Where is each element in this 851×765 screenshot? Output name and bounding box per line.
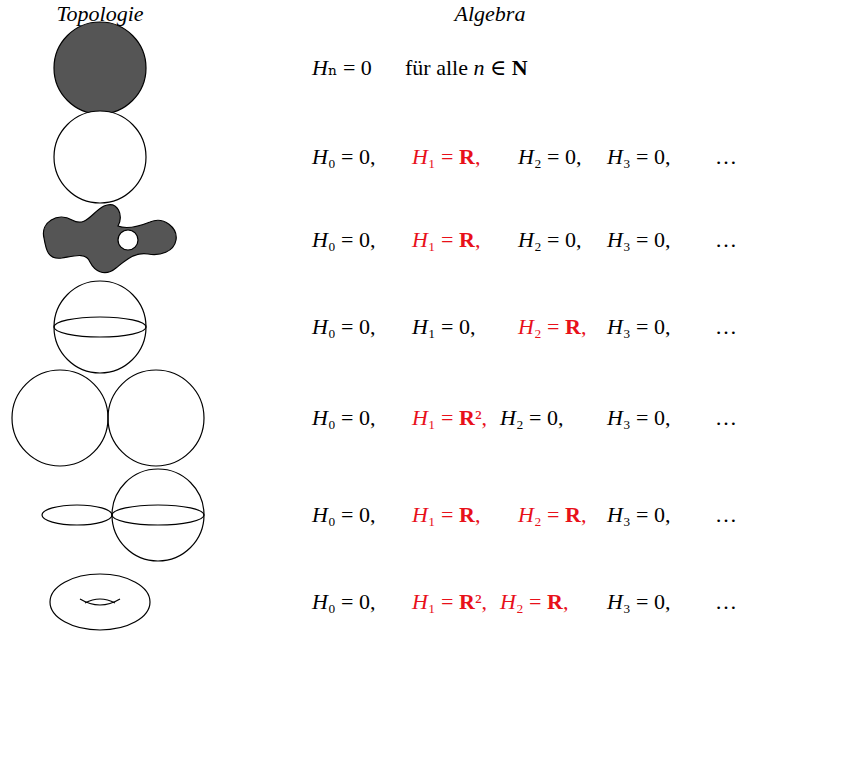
disk: [54, 22, 146, 114]
circle: [12, 370, 108, 466]
homology-term: H₃ = 0,: [607, 502, 670, 528]
sphere-equator: [54, 317, 146, 337]
loop: [42, 505, 112, 525]
homology-term: H₂ = 0,: [500, 405, 563, 431]
homology-term: H₂ = R,: [518, 314, 586, 340]
circle: [108, 370, 204, 466]
homology-term: H₁ = R,: [412, 227, 480, 253]
homology-term: H₃ = 0,: [607, 589, 670, 615]
column-heading: Algebra: [455, 1, 526, 27]
homology-term: H₀ = 0,: [312, 144, 375, 170]
homology-term: H₁ = R,: [412, 144, 480, 170]
torus-hole: [85, 599, 115, 603]
homology-term: …: [715, 144, 737, 170]
homology-term: H₁ = R²,: [412, 405, 487, 431]
circle: [54, 111, 146, 203]
homology-term: H₁ = 0,: [412, 314, 475, 340]
homology-term: …: [715, 589, 737, 615]
homology-term: H₁ = R²,: [412, 589, 487, 615]
column-heading: Topologie: [56, 1, 143, 27]
homology-term: H₃ = 0,: [607, 314, 670, 340]
homology-term: …: [715, 227, 737, 253]
torus: [50, 574, 150, 630]
sphere: [112, 469, 204, 561]
homology-term: …: [715, 405, 737, 431]
homology-term: …: [715, 314, 737, 340]
homology-term: H₃ = 0,: [607, 227, 670, 253]
homology-term: H₀ = 0,: [312, 405, 375, 431]
homology-term: Hₙ = 0: [312, 55, 372, 81]
homology-term: H₂ = 0,: [518, 144, 581, 170]
homology-term: H₀ = 0,: [312, 314, 375, 340]
hole: [118, 230, 138, 250]
homology-term: H₂ = R,: [518, 502, 586, 528]
sphere-equator: [112, 505, 204, 525]
homology-term: H₀ = 0,: [312, 227, 375, 253]
homology-term: H₂ = 0,: [518, 227, 581, 253]
homology-term: H₃ = 0,: [607, 405, 670, 431]
homology-term: H₃ = 0,: [607, 144, 670, 170]
homology-term: H₂ = R,: [500, 589, 568, 615]
homology-term: H₁ = R,: [412, 502, 480, 528]
homology-term: H₀ = 0,: [312, 589, 375, 615]
homology-term: …: [715, 502, 737, 528]
homology-term: für alle n ∈ N: [405, 55, 528, 81]
homology-term: H₀ = 0,: [312, 502, 375, 528]
blob-with-hole: [43, 205, 176, 273]
sphere: [54, 281, 146, 373]
torus-hole: [80, 599, 120, 605]
